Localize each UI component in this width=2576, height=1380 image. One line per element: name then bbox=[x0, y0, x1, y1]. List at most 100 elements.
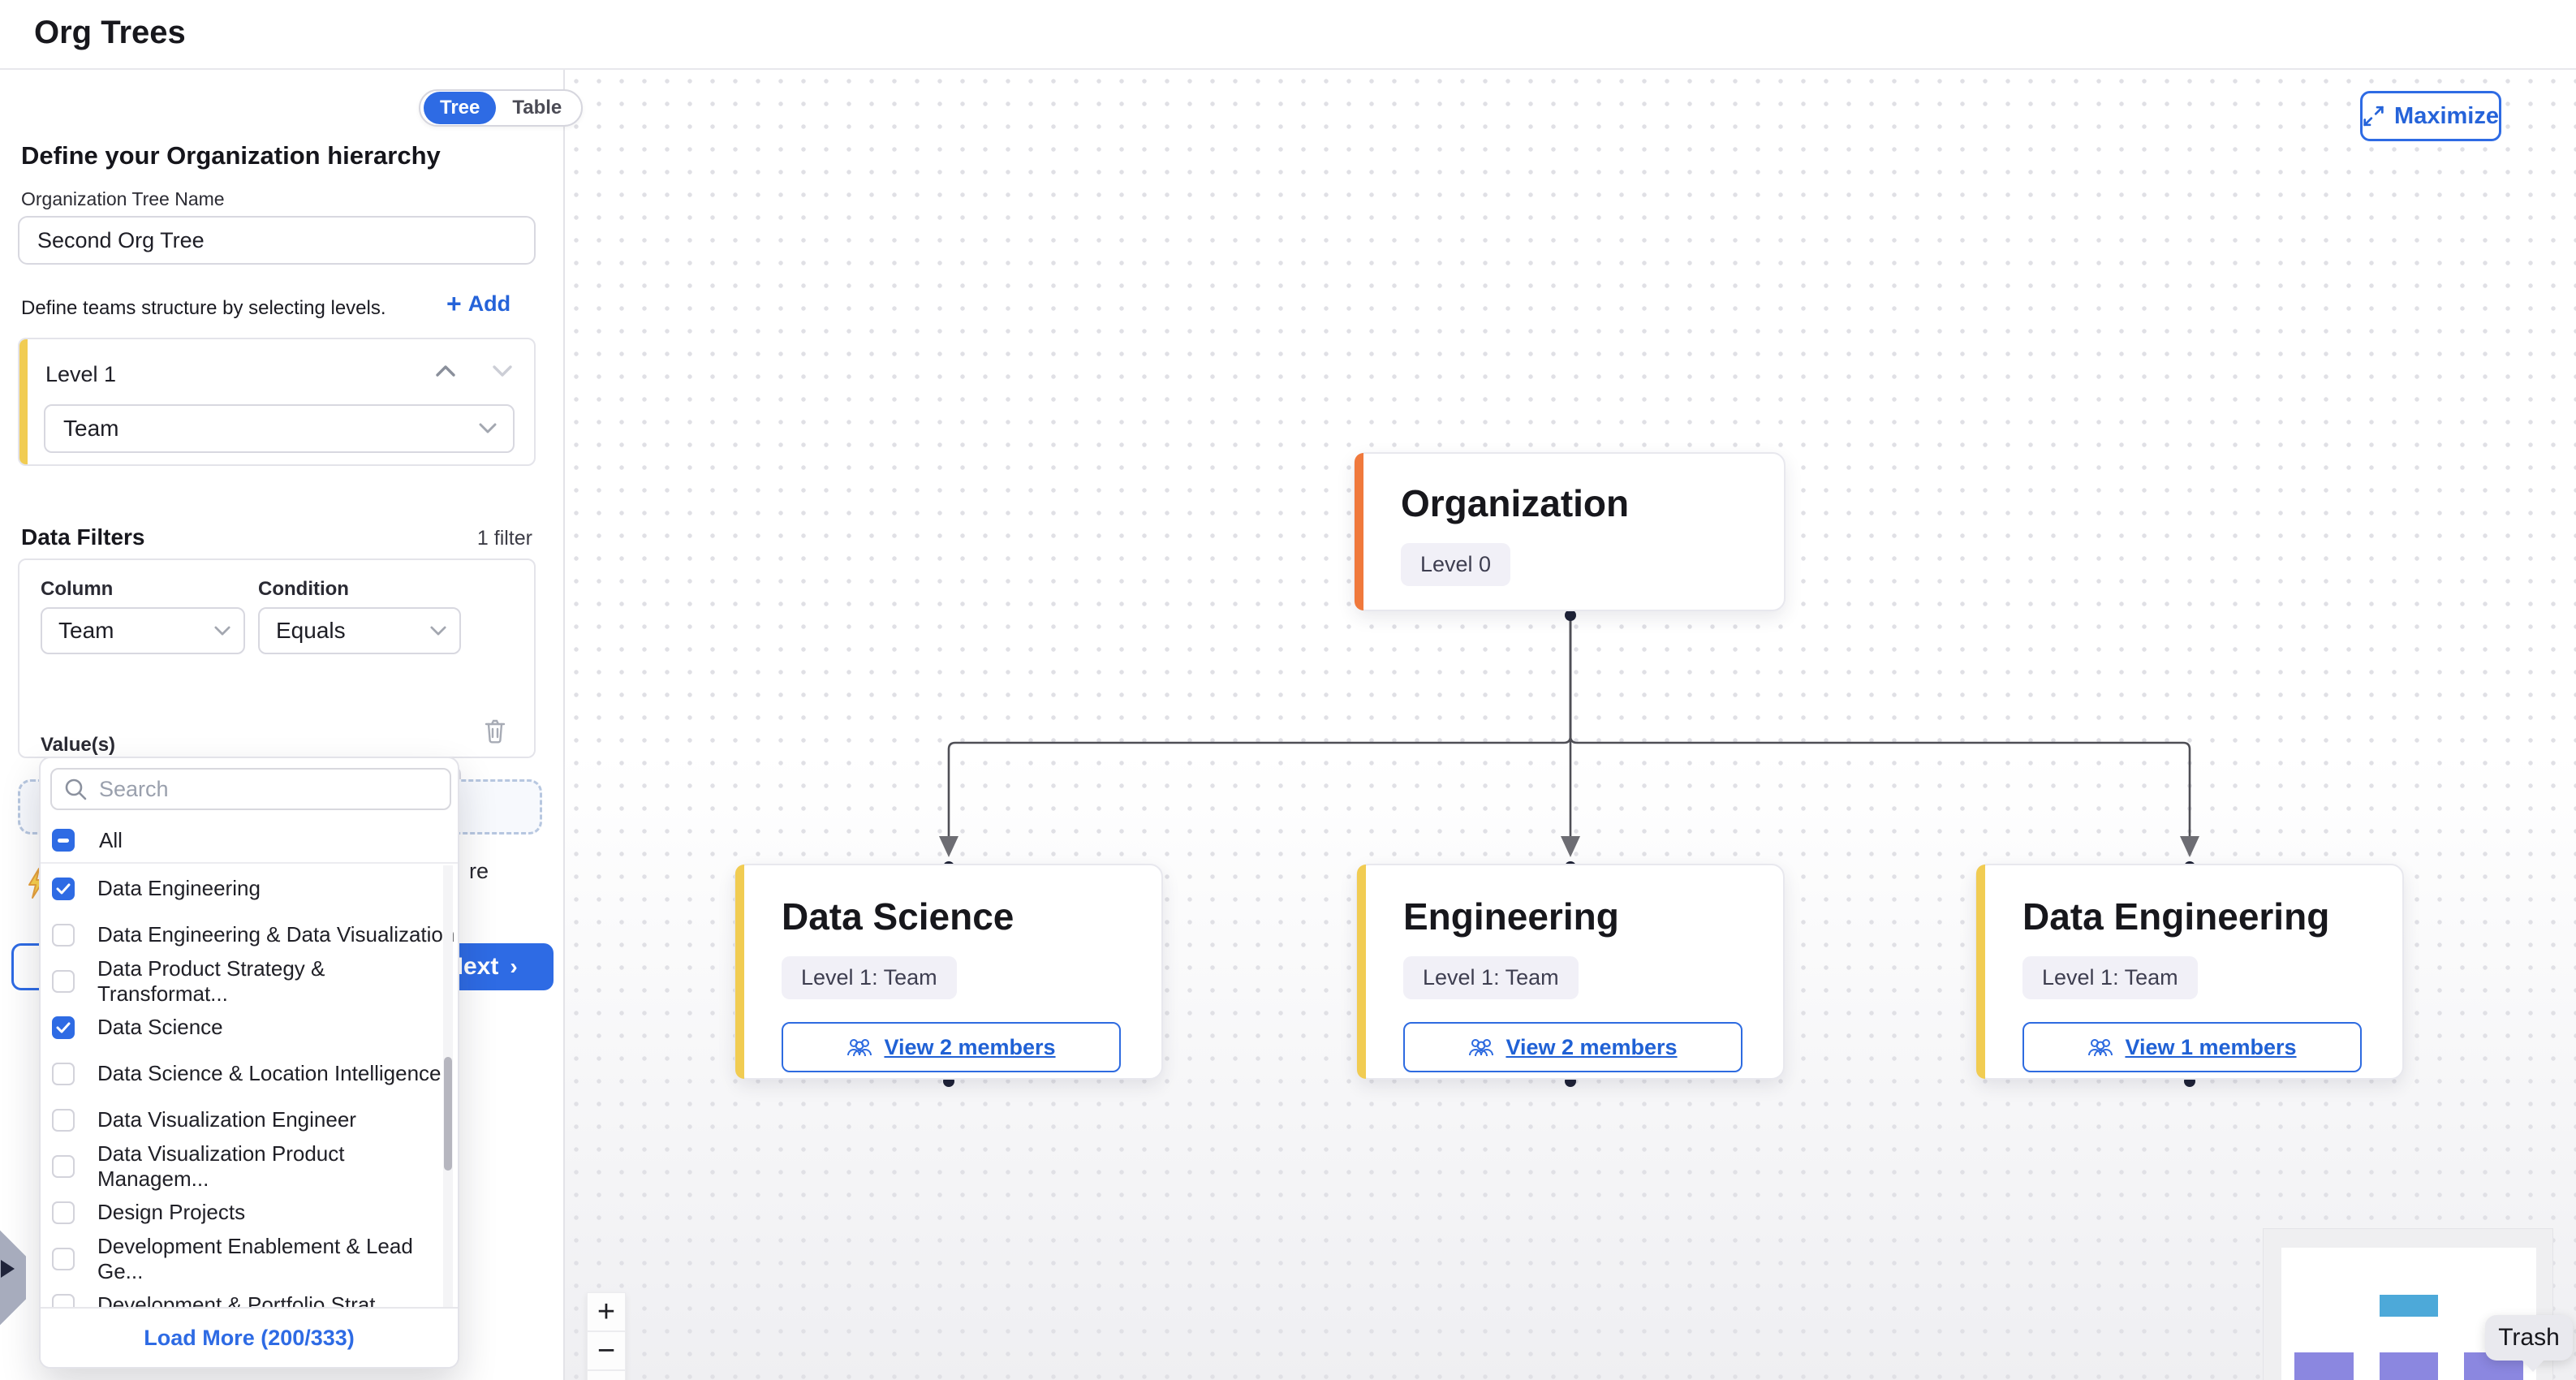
select-all-label: All bbox=[99, 827, 123, 852]
value-option-row[interactable]: Design Projects bbox=[41, 1189, 458, 1236]
value-option-row[interactable]: Data Visualization Engineer bbox=[41, 1097, 458, 1143]
checked-checkbox[interactable] bbox=[52, 1016, 75, 1039]
level-type-select[interactable]: Team bbox=[44, 404, 515, 453]
value-option-row[interactable]: Data Visualization Product Managem... bbox=[41, 1141, 458, 1191]
value-option-row[interactable]: Development & Portfolio Strat... bbox=[41, 1282, 458, 1310]
hidden-text-fragment: re bbox=[469, 859, 489, 883]
node-title: Engineering bbox=[1403, 895, 1619, 938]
unchecked-checkbox[interactable] bbox=[52, 969, 75, 993]
view-members-label: View 2 members bbox=[1506, 1034, 1678, 1059]
level-type-value: Team bbox=[63, 416, 119, 441]
zoom-controls: + − bbox=[587, 1292, 626, 1380]
tree-edges bbox=[939, 610, 2199, 1087]
unchecked-checkbox[interactable] bbox=[52, 1108, 75, 1132]
data-filters-title: Data Filters bbox=[21, 524, 145, 550]
view-members-label: View 1 members bbox=[2125, 1034, 2297, 1059]
value-option-row[interactable]: Data Product Strategy & Transformat... bbox=[41, 955, 458, 1006]
search-input[interactable]: Search bbox=[50, 768, 451, 810]
minimap-node-child bbox=[2380, 1352, 2438, 1380]
level-badge: Level 0 bbox=[1401, 543, 1511, 586]
unchecked-checkbox[interactable] bbox=[52, 1062, 75, 1085]
members-icon bbox=[2088, 1039, 2113, 1057]
search-placeholder: Search bbox=[99, 776, 169, 801]
plus-icon: + bbox=[446, 289, 462, 318]
level-title: Level 1 bbox=[45, 362, 117, 386]
zoom-in-button[interactable]: + bbox=[587, 1292, 626, 1331]
chevron-down-icon bbox=[214, 626, 230, 635]
add-level-button[interactable]: + Add bbox=[446, 291, 510, 317]
value-option-label: Data Science & Location Intelligence bbox=[97, 1061, 442, 1085]
view-members-label: View 2 members bbox=[884, 1034, 1056, 1059]
trash-tooltip: Trash bbox=[2485, 1315, 2573, 1372]
child-accent-bar bbox=[735, 865, 744, 1079]
trash-tooltip-label: Trash bbox=[2498, 1324, 2560, 1351]
minimap-node-root bbox=[2380, 1295, 2438, 1317]
toggle-tree[interactable]: Tree bbox=[424, 92, 497, 124]
level-accent-bar bbox=[19, 339, 28, 464]
toggle-table[interactable]: Table bbox=[512, 97, 562, 119]
play-icon bbox=[1, 1260, 15, 1278]
condition-label: Condition bbox=[258, 578, 349, 600]
value-option-label: Development & Portfolio Strat... bbox=[97, 1292, 394, 1310]
filter-card: Column Team Condition Equals Value(s) 3 … bbox=[18, 558, 536, 815]
unchecked-checkbox[interactable] bbox=[52, 1154, 75, 1178]
chevron-down-icon bbox=[430, 626, 446, 635]
view-members-button[interactable]: View 2 members bbox=[782, 1022, 1121, 1072]
column-select[interactable]: Team bbox=[41, 607, 245, 654]
delete-filter-icon[interactable] bbox=[484, 718, 506, 744]
value-option-row[interactable]: Data Science bbox=[41, 1004, 458, 1050]
add-level-label: Add bbox=[467, 291, 511, 316]
value-option-label: Data Product Strategy & Transformat... bbox=[97, 955, 325, 1006]
value-option-row[interactable]: Data Engineering & Data Visualization bbox=[41, 912, 458, 958]
indeterminate-checkbox[interactable] bbox=[52, 829, 75, 852]
unchecked-checkbox[interactable] bbox=[52, 923, 75, 947]
unchecked-checkbox[interactable] bbox=[52, 1201, 75, 1224]
unchecked-checkbox[interactable] bbox=[52, 1247, 75, 1270]
fit-view-button[interactable] bbox=[587, 1370, 626, 1380]
maximize-button[interactable]: Maximize bbox=[2360, 91, 2501, 141]
maximize-label: Maximize bbox=[2394, 102, 2499, 129]
levels-description: Define teams structure by selecting leve… bbox=[21, 297, 386, 319]
load-more-button[interactable]: Load More (200/333) bbox=[41, 1307, 458, 1367]
child-accent-bar bbox=[1357, 865, 1366, 1079]
move-down-icon[interactable] bbox=[492, 364, 513, 378]
search-icon bbox=[65, 778, 87, 800]
node-title: Organization bbox=[1401, 482, 1630, 524]
tree-name-input[interactable]: Second Org Tree bbox=[18, 216, 536, 265]
level-card: Level 1 Team bbox=[18, 338, 536, 466]
value-option-row[interactable]: Data Engineering bbox=[41, 865, 458, 912]
scrollbar-thumb[interactable] bbox=[444, 1057, 452, 1171]
value-option-label: Data Engineering bbox=[97, 876, 261, 900]
column-label: Column bbox=[41, 578, 114, 600]
panel-heading: Define your Organization hierarchy bbox=[21, 141, 441, 170]
checked-checkbox[interactable] bbox=[52, 877, 75, 900]
value-option-row[interactable]: Development Enablement & Lead Ge... bbox=[41, 1234, 458, 1283]
view-toggle[interactable]: Tree Table bbox=[419, 89, 584, 127]
unchecked-checkbox[interactable] bbox=[52, 1293, 75, 1310]
chevron-down-icon bbox=[479, 423, 497, 433]
zoom-out-button[interactable]: − bbox=[587, 1331, 626, 1370]
members-icon bbox=[1469, 1039, 1494, 1057]
view-members-button[interactable]: View 1 members bbox=[2022, 1022, 2362, 1072]
level-badge: Level 1: Team bbox=[1403, 956, 1579, 999]
node-title: Data Engineering bbox=[2022, 895, 2330, 938]
chevron-right-icon: › bbox=[510, 954, 518, 979]
org-node-root[interactable]: Organization Level 0 bbox=[1354, 452, 1786, 611]
filter-count: 1 filter bbox=[476, 527, 532, 550]
expand-icon bbox=[2363, 106, 2384, 127]
value-option-label: Data Visualization Product Managem... bbox=[97, 1141, 345, 1191]
value-option-label: Design Projects bbox=[97, 1200, 246, 1224]
level-badge: Level 1: Team bbox=[2022, 956, 2198, 999]
condition-select[interactable]: Equals bbox=[258, 607, 461, 654]
members-icon bbox=[847, 1039, 872, 1057]
move-up-icon[interactable] bbox=[435, 364, 456, 378]
view-members-button[interactable]: View 2 members bbox=[1403, 1022, 1742, 1072]
column-value: Team bbox=[58, 618, 114, 643]
select-all-row[interactable]: All bbox=[41, 818, 458, 864]
value-option-row[interactable]: Data Science & Location Intelligence bbox=[41, 1050, 458, 1097]
